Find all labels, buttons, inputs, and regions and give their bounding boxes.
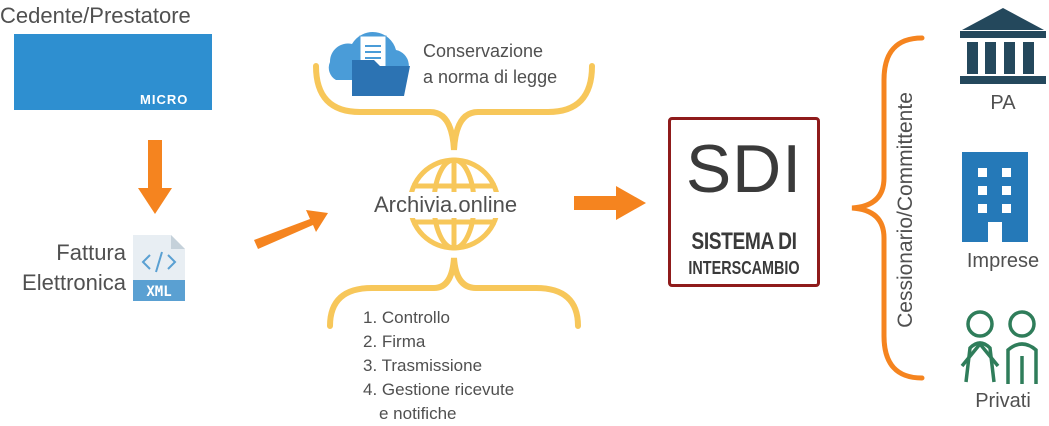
erp-logo-subtext: MICRO	[140, 92, 189, 107]
government-building-icon	[960, 8, 1046, 84]
step-item: 2. Firma	[363, 332, 426, 351]
step-item: 4. Gestione ricevute	[363, 380, 515, 399]
recipient-label-privati: Privati	[975, 390, 1031, 412]
sdi-box: SDI SISTEMA DI INTERSCAMBIO	[668, 117, 820, 287]
sdi-subtitle-line-1: SISTEMA DI	[691, 228, 797, 255]
arrow-erp-to-fattura	[138, 140, 172, 214]
sdi-subtitle-line-2: INTERSCAMBIO	[688, 258, 800, 278]
arrow-archivia-to-sdi	[574, 186, 646, 220]
conservazione-line-2: a norma di legge	[423, 67, 558, 87]
recipient-label-pa: PA	[990, 92, 1016, 114]
xml-badge: XML	[146, 284, 171, 300]
step-item: 1. Controllo	[363, 308, 450, 327]
process-steps-list: 1. Controllo 2. Firma 3. Trasmissione 4.…	[363, 306, 514, 426]
fattura-line-1: Fattura	[56, 240, 126, 265]
archivia-online-label: Archivia.online	[372, 192, 520, 218]
cloud-folder-icon	[328, 32, 410, 96]
top-brace	[313, 63, 595, 151]
step-item: 3. Trasmissione	[363, 356, 483, 375]
sdi-title: SDI	[685, 131, 803, 207]
bottom-brace	[327, 257, 581, 329]
cessionario-committente-label: Cessionario/Committente	[894, 92, 917, 328]
people-icon	[960, 310, 1038, 384]
step-item: e notifiche	[379, 404, 457, 423]
erp-logo: MICRO	[14, 34, 212, 110]
fattura-elettronica-label: Fattura Elettronica	[4, 238, 126, 298]
fattura-line-2: Elettronica	[22, 270, 126, 295]
conservazione-label: Conservazione a norma di legge	[423, 38, 557, 90]
recipients-brace	[851, 35, 925, 381]
xml-file-icon: XML	[133, 235, 185, 301]
recipient-label-imprese: Imprese	[966, 250, 1040, 272]
cedente-prestatore-label: Cedente/Prestatore	[0, 3, 191, 28]
office-building-icon	[962, 152, 1028, 242]
conservazione-line-1: Conservazione	[423, 41, 544, 61]
arrow-fattura-to-archivia	[254, 210, 328, 249]
